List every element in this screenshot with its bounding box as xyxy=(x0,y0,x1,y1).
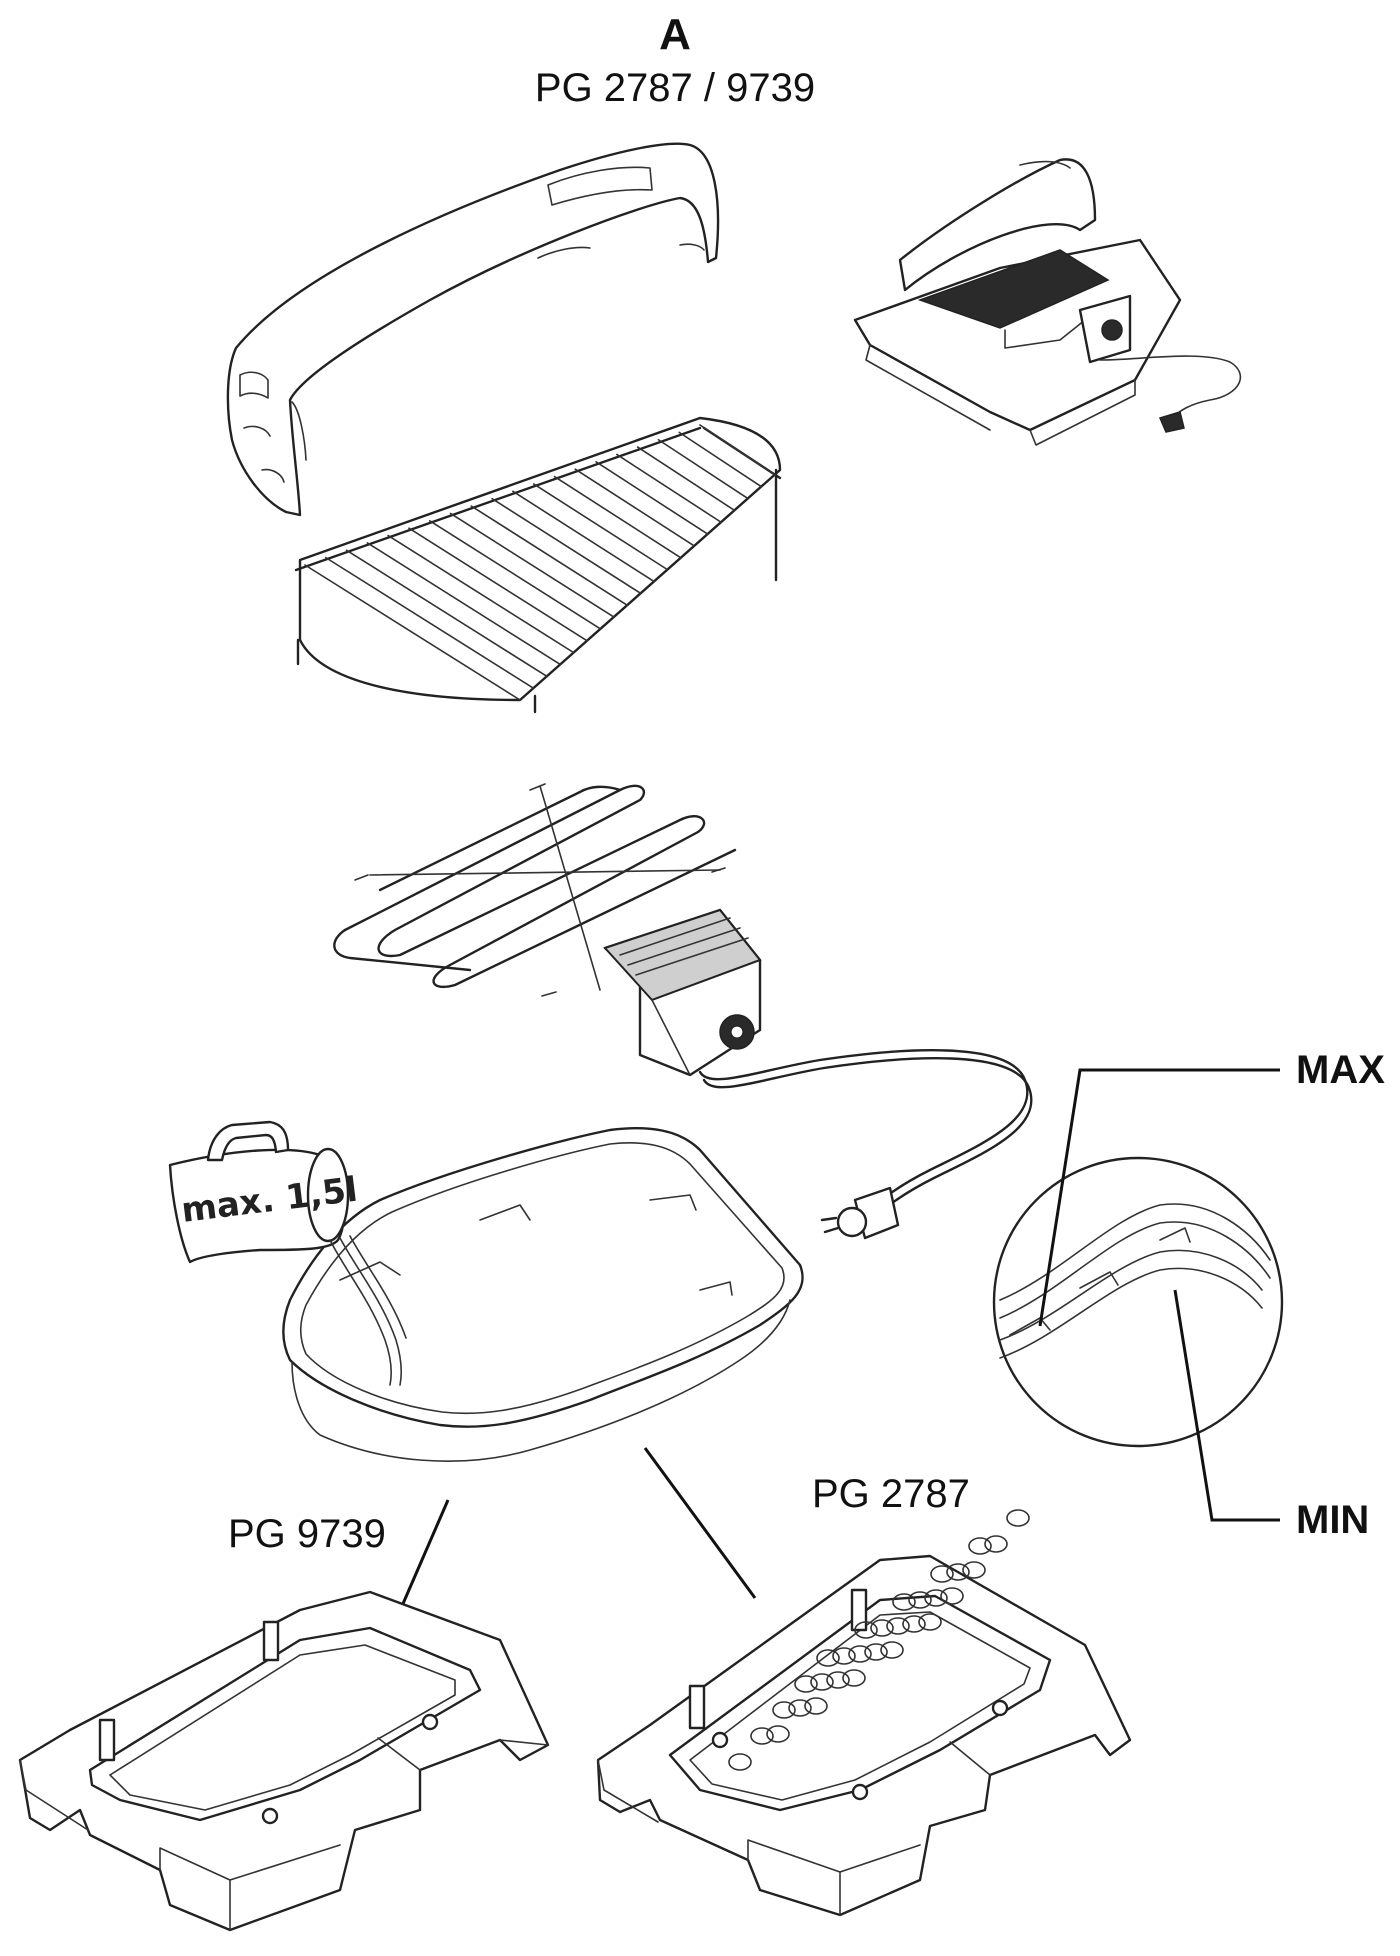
perforation-hole xyxy=(804,1697,828,1715)
perforation-hole xyxy=(908,1591,932,1609)
heating-element-icon xyxy=(333,783,737,997)
perforation-hole xyxy=(918,1613,942,1631)
thermostat-control-icon xyxy=(603,908,1033,1220)
perforation-hole xyxy=(924,1589,948,1607)
grill-rack-bars xyxy=(304,424,776,701)
rack-bar xyxy=(324,556,535,689)
assembled-grill-icon xyxy=(853,158,1242,446)
perforation-hole xyxy=(794,1675,818,1693)
max-level-label: MAX xyxy=(1296,1048,1385,1092)
perforation-hole xyxy=(870,1619,894,1637)
rack-bar xyxy=(553,475,682,559)
perforation-hole xyxy=(788,1699,812,1717)
rack-bar xyxy=(678,431,763,488)
rack-bar xyxy=(636,446,736,512)
leader-lines xyxy=(400,1068,1280,1607)
perforation-hole xyxy=(728,1753,752,1771)
wind-shield-icon xyxy=(226,142,720,517)
perforation-hole xyxy=(750,1727,774,1745)
rack-bar xyxy=(387,534,575,654)
rack-bar xyxy=(532,483,669,571)
perforation-hole xyxy=(984,1535,1008,1553)
rack-bar xyxy=(428,519,602,630)
power-plug-icon xyxy=(820,1186,900,1240)
perforation-hole xyxy=(902,1615,926,1633)
rack-bar xyxy=(408,527,588,642)
rack-bar xyxy=(345,549,548,678)
water-level-detail-icon xyxy=(992,1156,1284,1448)
rack-bar xyxy=(512,490,656,583)
perforation-hole xyxy=(810,1673,834,1691)
perforation-hole xyxy=(968,1537,992,1555)
perforation-hole xyxy=(772,1701,796,1719)
rack-bar xyxy=(470,505,629,607)
water-tray-icon xyxy=(282,1127,804,1462)
rack-bar xyxy=(304,564,521,701)
perforation-hole xyxy=(826,1671,850,1689)
rack-bar xyxy=(366,542,562,666)
perforation-hole xyxy=(864,1643,888,1661)
rack-bar xyxy=(491,497,642,595)
perforation-hole xyxy=(1006,1509,1030,1527)
rack-bar xyxy=(595,461,709,536)
perforation-hole xyxy=(766,1725,790,1743)
perforation-hole xyxy=(886,1617,910,1635)
perforation-hole xyxy=(816,1649,840,1667)
perforation-holes xyxy=(728,1509,1030,1771)
perforation-hole xyxy=(880,1641,904,1659)
rack-bar xyxy=(449,512,615,618)
rack-bar xyxy=(699,424,776,476)
perforation-hole xyxy=(842,1669,866,1687)
rack-bar xyxy=(616,453,723,524)
perforation-hole xyxy=(946,1563,970,1581)
perforation-hole xyxy=(962,1561,986,1579)
rack-bar xyxy=(657,438,749,500)
measuring-jug-icon: max. 1,5l xyxy=(168,1120,407,1386)
model-label-left: PG 9739 xyxy=(228,1512,386,1556)
perforation-hole xyxy=(892,1593,916,1611)
figure-letter: A xyxy=(659,10,691,59)
min-level-label: MIN xyxy=(1296,1498,1370,1542)
perforation-hole xyxy=(930,1565,954,1583)
perforated-base-icon xyxy=(596,1554,1132,1917)
rack-bar xyxy=(574,468,696,547)
perforation-hole xyxy=(832,1647,856,1665)
base-frame-icon xyxy=(18,1590,550,1932)
perforation-hole xyxy=(854,1621,878,1639)
perforation-hole xyxy=(940,1587,964,1605)
model-label-right: PG 2787 xyxy=(812,1472,970,1516)
figure-models: PG 2787 / 9739 xyxy=(534,66,816,110)
perforation-hole xyxy=(848,1645,872,1663)
